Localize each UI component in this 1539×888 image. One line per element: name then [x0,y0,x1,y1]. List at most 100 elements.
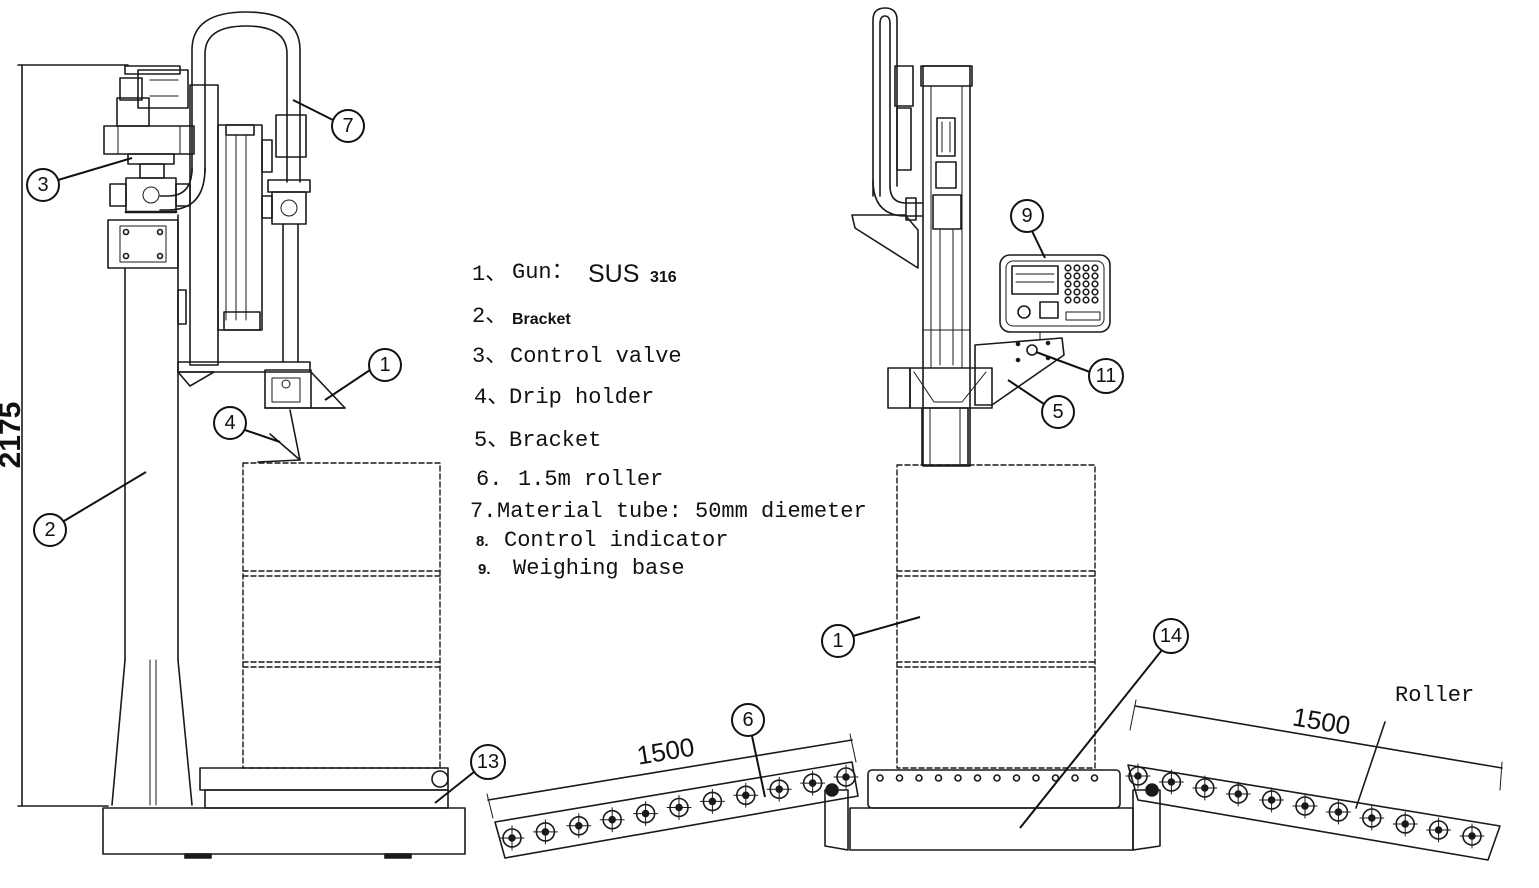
keypad-key [1091,264,1099,272]
legend-item-6: 6.1.5m roller [476,467,663,492]
material-tube-right [872,7,923,221]
roller [1359,805,1385,831]
keypad-key [1091,272,1099,280]
roller [532,819,558,845]
base-roller [1090,774,1099,782]
base-roller [915,774,923,782]
keypad-key [1064,272,1072,280]
weighing-scale-left [199,767,449,809]
filling-gun-right [887,367,993,466]
keypad-key [1073,296,1081,304]
keypad-key [1073,280,1081,288]
roller [699,788,725,814]
callout-right-base: 14 [1019,618,1189,829]
roller [833,764,859,790]
material-tube [159,11,311,363]
roller [800,770,826,796]
callout-right-bracket: 5 [1007,379,1075,429]
roller [566,813,592,839]
callout-right-roller: 6 [731,703,766,798]
control-valve-assembly [103,65,195,214]
keypad-key [1082,296,1090,304]
base-roller [934,774,943,782]
callout-left-valve: 3 [26,157,133,202]
height-dimension-value: 2175 [0,402,27,469]
keypad-key [1082,280,1090,288]
keypad-key [1073,288,1081,296]
roller [1292,793,1318,819]
legend-item-5: 5、Bracket [474,428,601,453]
drip-holder [257,409,301,463]
right-roller-dimension-value: 1500 [1290,702,1352,741]
base-roller [895,774,904,782]
legend-item-9: 9.Weighing base [478,556,685,581]
base-roller [1071,774,1079,782]
gun-arm [177,361,311,387]
keypad-key [1091,296,1099,304]
roller [1192,775,1218,801]
callout-number: 1 [379,354,390,376]
roller [733,782,759,808]
legend-item-8: 8.Control indicator [476,528,728,553]
left-roller-dimension-value: 1500 [635,732,697,771]
callout-number: 5 [1052,401,1063,423]
filling-gun [264,369,346,409]
base-roller [993,774,1001,782]
height-dimension: 2175 [0,64,129,807]
side-bracket [851,214,919,269]
roller [1259,787,1285,813]
indicator-bracket [974,331,1065,406]
weighing-base-right [824,769,1161,851]
roller [1158,769,1184,795]
support-column-right [920,65,973,467]
column-bracket-plate [107,219,179,269]
base-roller [876,774,884,782]
base-roller [954,774,962,782]
callout-number: 4 [224,412,235,434]
callout-right-hole: 11 [1035,351,1124,394]
keypad-key [1082,288,1090,296]
roller [666,795,692,820]
base-roller [973,774,982,782]
left-roller-dimension: 1500 [486,732,857,819]
callout-left-scale: 13 [434,744,506,804]
support-column [111,214,193,806]
legend-item-7: 7.Material tube: 50mm diemeter [470,499,867,524]
roller [499,825,525,851]
roller [1125,763,1151,789]
roller [766,776,792,802]
callout-number: 13 [477,751,499,773]
drum-right [896,464,1096,769]
roller [1225,781,1251,807]
keypad-key [1064,296,1072,304]
base-roller [1012,774,1021,782]
keypad-key [1091,280,1099,288]
roller [599,807,625,833]
roller [1392,811,1418,837]
keypad-key [1064,280,1072,288]
right-machine: 1500 1500 Roller [486,7,1503,861]
control-indicator [999,254,1111,333]
roller [1459,823,1485,849]
roller [1426,817,1452,843]
callout-left-bracket: 2 [33,471,147,547]
base-roller [1051,774,1060,782]
roller [1325,799,1351,825]
drum-left [242,462,441,769]
callout-number: 9 [1021,205,1032,227]
roller [633,801,659,827]
keypad-key [1064,288,1072,296]
callout-number: 6 [742,709,753,731]
callout-number: 2 [44,519,55,541]
callout-right-drum: 1 [821,616,921,658]
callout-number: 3 [37,174,48,196]
keypad-key [1082,272,1090,280]
roller-conveyor-right [1125,763,1501,861]
keypad-key [1082,264,1090,272]
callout-left-drip: 4 [213,406,281,443]
machine-base-left [102,807,466,859]
base-roller [1032,774,1040,782]
keypad-key [1073,264,1081,272]
